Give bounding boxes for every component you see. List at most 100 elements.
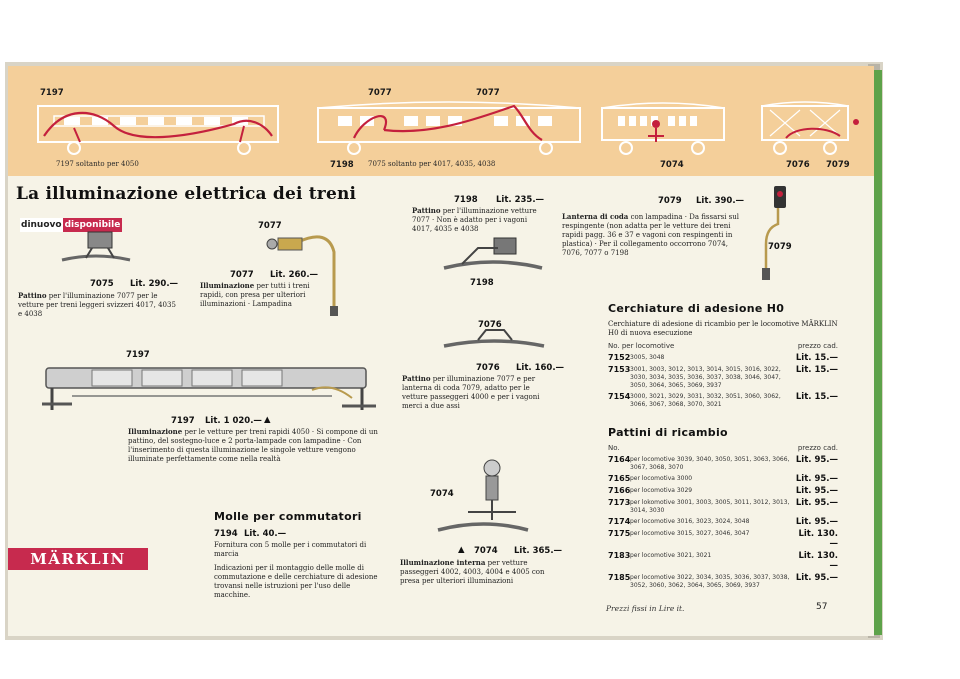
badge-part-new: dinuovo — [20, 218, 63, 232]
product-7075-price: Lit. 290.— — [130, 279, 179, 289]
cerchiature-col-no: No. per locomotive — [608, 342, 675, 350]
molle-description: Fornitura con 5 molle per i commutatori … — [214, 541, 367, 558]
lighting-set-7197-image — [42, 367, 376, 410]
page-title: La illuminazione elettrica dei treni — [16, 184, 357, 204]
product-7074-label: 7074 — [430, 489, 454, 499]
row-number: 7173 — [608, 498, 631, 507]
table-row: 7173 per lokomotive 3001, 3003, 3005, 30… — [608, 498, 838, 515]
product-7074-price: Lit. 365.— — [514, 546, 563, 556]
price-footnote: Prezzi fissi in Lire it. — [606, 604, 685, 613]
pattini-col-price: prezzo cad. — [797, 444, 838, 452]
diagram-band: 7197 7077 7077 7198 7074 7076 7079 7197 … — [8, 66, 874, 176]
interior-light-7074-image — [437, 459, 529, 532]
band-code-7076: 7076 — [786, 160, 810, 170]
molle-note: Indicazioni per il montaggio delle molle… — [214, 564, 378, 599]
row-price: Lit. 95.— — [795, 455, 838, 465]
product-7079-description: Lanterna di coda con lampadina · Da fiss… — [562, 212, 739, 257]
row-locomotives: 3001, 3003, 3012, 3013, 3014, 3015, 3016… — [630, 366, 781, 389]
row-number: 7164 — [608, 455, 631, 464]
pickup-shoe-7198-image — [443, 237, 543, 270]
row-number: 7166 — [608, 486, 631, 495]
marklin-logo: MÄRKLIN — [8, 548, 148, 570]
product-7198-description: Pattino per l'illuminazione vetture 7077… — [412, 206, 537, 233]
row-locomotives: per locomotive 3015, 3027, 3046, 3047 — [630, 530, 750, 537]
table-row: 7164 per locomotive 3039, 3040, 3050, 30… — [608, 455, 838, 472]
table-row: 7154 3000, 3021, 3029, 3031, 3032, 3051,… — [608, 392, 838, 409]
cerchiature-table-header: No. per locomotive prezzo cad. — [608, 342, 838, 350]
product-7074-description: Illuminazione interna per vetture passeg… — [400, 558, 545, 585]
product-7074-marker: ▲ — [458, 545, 465, 555]
row-number: 7152 — [608, 353, 631, 362]
row-price: Lit. 15.— — [795, 392, 838, 402]
row-price: Lit. 15.— — [795, 365, 838, 375]
table-row: 7166 per locomotiva 3029 Lit. 95.— — [608, 486, 838, 496]
row-number: 7165 — [608, 474, 631, 483]
row-price: Lit. 130.— — [798, 551, 838, 571]
molle-number: 7194 — [214, 529, 238, 539]
cerchiature-section-title: Cerchiature di adesione H0 — [608, 302, 785, 315]
row-number: 7153 — [608, 365, 631, 374]
page-edge-green — [872, 70, 882, 635]
coach-diagram-freight — [761, 101, 859, 155]
product-7077-description: Illuminazione per tutti i treni rapidi, … — [200, 281, 310, 308]
product-7077-number: 7077 — [230, 270, 254, 280]
product-7198-label: 7198 — [470, 278, 494, 288]
band-code-7077a: 7077 — [368, 88, 392, 98]
coach-diagram-short — [601, 102, 725, 155]
molle-section-title: Molle per commutatori — [214, 510, 362, 523]
row-locomotives: per locomotiva 3029 — [630, 487, 693, 494]
product-7197-label: 7197 — [126, 350, 150, 360]
row-locomotives: 3005, 3048 — [630, 354, 665, 361]
product-7076-number: 7076 — [476, 363, 500, 373]
molle-price: Lit. 40.— — [244, 529, 287, 539]
band-code-7079: 7079 — [826, 160, 850, 170]
product-7079-price: Lit. 390.— — [696, 196, 745, 206]
row-number: 7174 — [608, 517, 631, 526]
lamp-holder-7077-image — [266, 235, 338, 316]
band-code-7077b: 7077 — [476, 88, 500, 98]
cerchiature-col-price: prezzo cad. — [797, 342, 838, 350]
table-row: 7175 per locomotive 3015, 3027, 3046, 30… — [608, 529, 838, 549]
row-price: Lit. 15.— — [795, 353, 838, 363]
row-locomotives: per locomotive 3039, 3040, 3050, 3051, 3… — [630, 456, 790, 471]
product-7197-description: Illuminazione per le vetture per treni r… — [128, 427, 378, 463]
product-7075-description: Pattino per l'illuminazione 7077 per le … — [18, 291, 176, 318]
row-number: 7154 — [608, 392, 631, 401]
product-7197-number: 7197 — [171, 416, 195, 426]
pattini-section-title: Pattini di ricambio — [608, 426, 728, 439]
product-7074-number: 7074 — [474, 546, 498, 556]
page-number: 57 — [816, 602, 828, 612]
product-7198-number: 7198 — [454, 195, 478, 205]
product-7076-description: Pattino per illuminazione 7077 e per lan… — [402, 374, 540, 410]
row-number: 7185 — [608, 573, 631, 582]
product-7077-price: Lit. 260.— — [270, 270, 319, 280]
tail-lamp-7079-image — [762, 186, 786, 280]
coach-diagram-standard — [317, 101, 581, 155]
product-7198-price: Lit. 235.— — [496, 195, 545, 205]
table-row: 7183 per locomotive 3021, 3021 Lit. 130.… — [608, 551, 838, 571]
pickup-shoe-7075-image — [61, 231, 131, 262]
product-7076-price: Lit. 160.— — [516, 363, 565, 373]
pickup-shoe-7076-image — [443, 329, 545, 348]
table-row: 7153 3001, 3003, 3012, 3013, 3014, 3015,… — [608, 365, 838, 390]
band-code-7074: 7074 — [660, 160, 684, 170]
product-7197-price: Lit. 1 020.— — [205, 416, 262, 426]
product-7077-label: 7077 — [258, 221, 282, 231]
product-7079-label: 7079 — [768, 242, 792, 252]
product-7075-number: 7075 — [90, 279, 114, 289]
product-7079-number: 7079 — [658, 196, 682, 206]
catalog-page: 7197 7077 7077 7198 7074 7076 7079 7197 … — [8, 66, 874, 636]
product-7076-label: 7076 — [478, 320, 502, 330]
band-code-7198: 7198 — [330, 160, 354, 170]
pattini-col-no: No. — [608, 444, 620, 452]
coach-diagram-express — [37, 105, 279, 155]
row-price: Lit. 95.— — [795, 573, 838, 583]
row-locomotives: per locomotive 3021, 3021 — [630, 552, 712, 559]
pattini-table-header: No. prezzo cad. — [608, 444, 838, 452]
row-locomotives: per locomotive 3016, 3023, 3024, 3048 — [630, 518, 750, 525]
row-number: 7175 — [608, 529, 631, 538]
row-locomotives: per locomotiva 3000 — [630, 475, 693, 482]
band-code-7197: 7197 — [40, 88, 64, 98]
row-price: Lit. 95.— — [795, 498, 838, 508]
badge-part-available: disponibile — [62, 218, 123, 232]
